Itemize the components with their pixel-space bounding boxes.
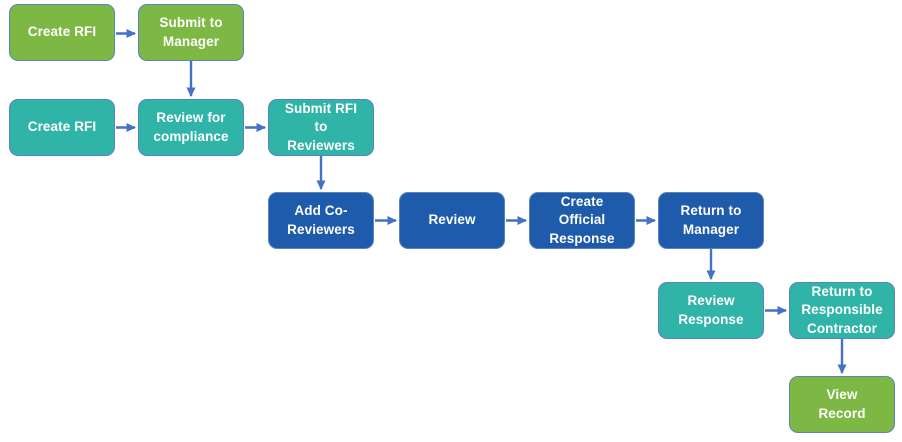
node-label: Add Co-Reviewers — [287, 203, 355, 237]
node-submit-to-manager: Submit to Manager — [138, 4, 244, 61]
node-return-to-responsible-contractor: Return to Responsible Contractor — [789, 282, 895, 339]
node-label: Create RFI — [27, 119, 97, 135]
node-label: Submit to Manager — [159, 15, 223, 49]
node-label: Review Response — [678, 293, 744, 327]
node-review-response: Review Response — [658, 282, 764, 339]
node-create-rfi-reviewer-flow: Create RFI — [9, 99, 115, 156]
node-review: Review — [399, 192, 505, 249]
node-label: Submit RFI to Reviewers — [284, 100, 358, 153]
node-label: Return to Responsible Contractor — [801, 283, 883, 336]
node-label: Review — [428, 212, 476, 228]
node-label: Return to Manager — [680, 203, 742, 237]
node-create-rfi-manager-flow: Create RFI — [9, 4, 115, 61]
node-add-co-reviewers: Add Co-Reviewers — [268, 192, 374, 249]
node-label: Review for compliance — [153, 110, 229, 144]
node-view-record: View Record — [789, 376, 895, 433]
node-return-to-manager: Return to Manager — [658, 192, 764, 249]
node-review-for-compliance: Review for compliance — [138, 99, 244, 156]
node-label: View Record — [818, 387, 866, 421]
node-submit-rfi-to-reviewers: Submit RFI to Reviewers — [268, 99, 374, 156]
node-label: Create RFI — [27, 24, 97, 40]
node-create-official-response: Create Official Response — [529, 192, 635, 249]
node-label: Create Official Response — [549, 193, 615, 246]
